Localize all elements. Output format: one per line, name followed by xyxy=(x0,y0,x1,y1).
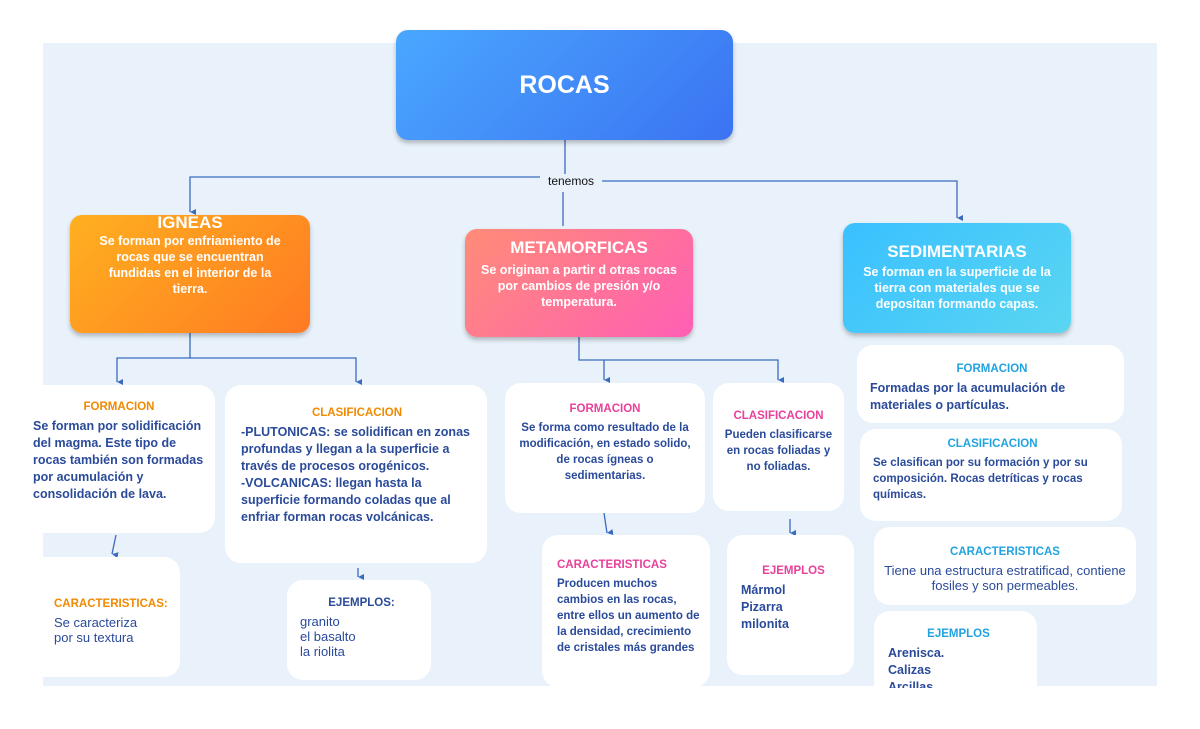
card-metamorficas-clasificacion: CLASIFICACION Pueden clasificarse en roc… xyxy=(713,383,844,511)
igneas-formacion-heading: FORMACION xyxy=(83,401,155,413)
node-metamorficas: METAMORFICAS Se originan a partir d otra… xyxy=(465,229,693,337)
sedim-formacion-text: Formadas por la acumulación de materiale… xyxy=(870,381,1066,412)
root-title: ROCAS xyxy=(519,70,610,99)
sedim-caract-heading: CARACTERISTICAS xyxy=(950,546,1060,558)
igneas-ejemplo-item: granito xyxy=(300,614,340,629)
igneas-title: IGNEAS xyxy=(157,213,223,232)
metam-ejemplos-heading: EJEMPLOS xyxy=(762,565,825,577)
sedim-clasificacion-text: Se clasifican por su formación y por su … xyxy=(873,457,1088,501)
connector-metam-clasif xyxy=(604,359,778,380)
connector-to-igneas xyxy=(189,176,540,212)
node-sedimentarias: SEDIMENTARIAS Se forman en la superficie… xyxy=(843,223,1071,333)
igneas-caract-heading: CARACTERISTICAS: xyxy=(54,598,168,610)
card-sedimentarias-clasificacion: CLASIFICACION Se clasifican por su forma… xyxy=(860,429,1122,521)
connector-to-sedimentarias xyxy=(602,180,957,218)
metam-formacion-text: Se forma como resultado de la modificaci… xyxy=(519,422,691,482)
card-sedimentarias-formacion: FORMACION Formadas por la acumulación de… xyxy=(857,345,1124,423)
page-margin-bottom xyxy=(0,688,1200,729)
metam-ejemplo-item: Pizarra xyxy=(741,600,783,614)
sedim-ejemplo-item: Calizas xyxy=(888,663,932,677)
sedimentarias-description: Se forman en la superficie de la tierra … xyxy=(863,265,1051,311)
igneas-clasificacion-heading: CLASIFICACION xyxy=(311,407,403,419)
connector-igneas-clasif xyxy=(190,357,356,382)
metam-ejemplo-item: milonita xyxy=(741,617,789,631)
metam-caract-text: Producen muchos cambios en las rocas, en… xyxy=(557,578,700,654)
metamorficas-title: METAMORFICAS xyxy=(510,238,648,257)
igneas-formacion-text: Se forman por solidificación del magma. … xyxy=(33,419,204,501)
connector-label: tenemos xyxy=(540,174,602,188)
igneas-ejemplos-heading: EJEMPLOS: xyxy=(328,597,395,609)
card-igneas-caracteristicas: CARACTERISTICAS: Se caracteriza por su t… xyxy=(20,557,180,677)
igneas-description: Se forman por enfriamiento de rocas que … xyxy=(99,234,281,296)
igneas-volcanicas-text: -VOLCANICAS: llegan hasta la superficie … xyxy=(241,476,451,524)
connector-ign-caract xyxy=(111,534,116,554)
igneas-caract-line1: Se caracteriza xyxy=(54,615,138,630)
metamorficas-description: Se originan a partir d otras rocas por c… xyxy=(481,263,677,309)
igneas-caract-line2: por su textura xyxy=(54,630,134,645)
metam-caract-heading: CARACTERISTICAS xyxy=(557,559,667,571)
sedim-ejemplo-item: Arenisca. xyxy=(888,646,945,660)
sedim-clasificacion-heading: CLASIFICACION xyxy=(947,438,1038,450)
node-igneas: IGNEAS Se forman por enfriamiento de roc… xyxy=(70,213,310,333)
metam-ejemplo-item: Mármol xyxy=(741,583,786,597)
card-metamorficas-formacion: FORMACION Se forma como resultado de la … xyxy=(505,383,705,513)
metam-clasificacion-text: Pueden clasificarse en rocas foliadas y … xyxy=(724,429,833,473)
igneas-plutonicas-text: -PLUTONICAS: se solidifican en zonas pro… xyxy=(241,425,470,473)
sedim-formacion-heading: FORMACION xyxy=(956,363,1028,375)
connector-igneas-split xyxy=(116,333,191,382)
card-igneas-ejemplos: EJEMPLOS: granito el basalto la riolita xyxy=(287,580,431,680)
card-sedimentarias-caracteristicas: CARACTERISTICAS Tiene una estructura est… xyxy=(874,527,1136,605)
sedim-caract-text: Tiene una estructura estratificad, conti… xyxy=(884,563,1126,593)
root-node-rocas: ROCAS xyxy=(396,30,733,140)
metam-clasificacion-heading: CLASIFICACION xyxy=(733,410,824,422)
card-metamorficas-caracteristicas: CARACTERISTICAS Producen muchos cambios … xyxy=(542,535,710,687)
sedim-ejemplos-heading: EJEMPLOS xyxy=(927,628,990,640)
connector-met-caract xyxy=(603,512,607,533)
sedimentarias-title: SEDIMENTARIAS xyxy=(887,242,1027,261)
igneas-ejemplo-item: el basalto xyxy=(300,629,356,644)
connector-metam-split xyxy=(578,337,604,380)
card-metamorficas-ejemplos: EJEMPLOS Mármol Pizarra milonita xyxy=(727,535,854,675)
igneas-ejemplo-item: la riolita xyxy=(300,644,345,659)
card-igneas-formacion: FORMACION Se forman por solidificación d… xyxy=(20,385,215,533)
card-igneas-clasificacion: CLASIFICACION -PLUTONICAS: se solidifica… xyxy=(225,385,487,563)
metam-formacion-heading: FORMACION xyxy=(569,403,641,415)
